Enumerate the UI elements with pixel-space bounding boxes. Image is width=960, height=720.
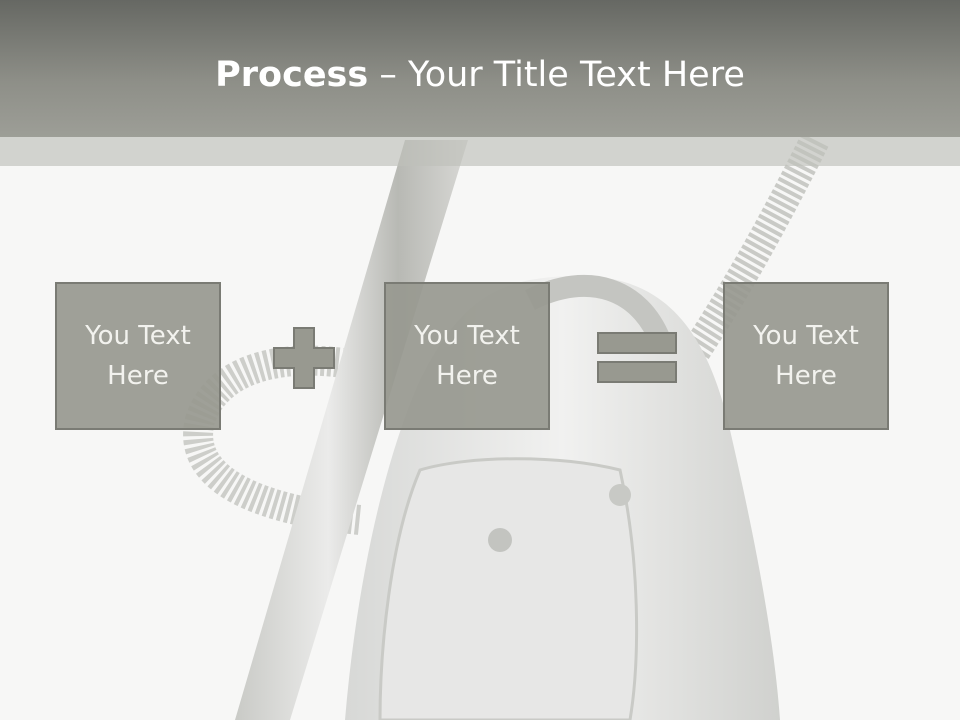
process-box-3[interactable]: You Text Here bbox=[723, 282, 889, 430]
equals-icon bbox=[597, 332, 677, 383]
title-bar bbox=[0, 0, 960, 137]
process-box-2[interactable]: You Text Here bbox=[384, 282, 550, 430]
slide-title-rest: – Your Title Text Here bbox=[368, 55, 745, 95]
slide-title[interactable]: Process – Your Title Text Here bbox=[0, 52, 960, 98]
process-box-3-text: You Text Here bbox=[753, 321, 859, 391]
process-box-1[interactable]: You Text Here bbox=[55, 282, 221, 430]
title-bar-accent-strip bbox=[0, 137, 960, 166]
process-box-2-text: You Text Here bbox=[414, 321, 520, 391]
slide-title-bold: Process bbox=[215, 55, 369, 95]
plus-icon bbox=[273, 327, 335, 389]
process-box-1-text: You Text Here bbox=[85, 321, 191, 391]
